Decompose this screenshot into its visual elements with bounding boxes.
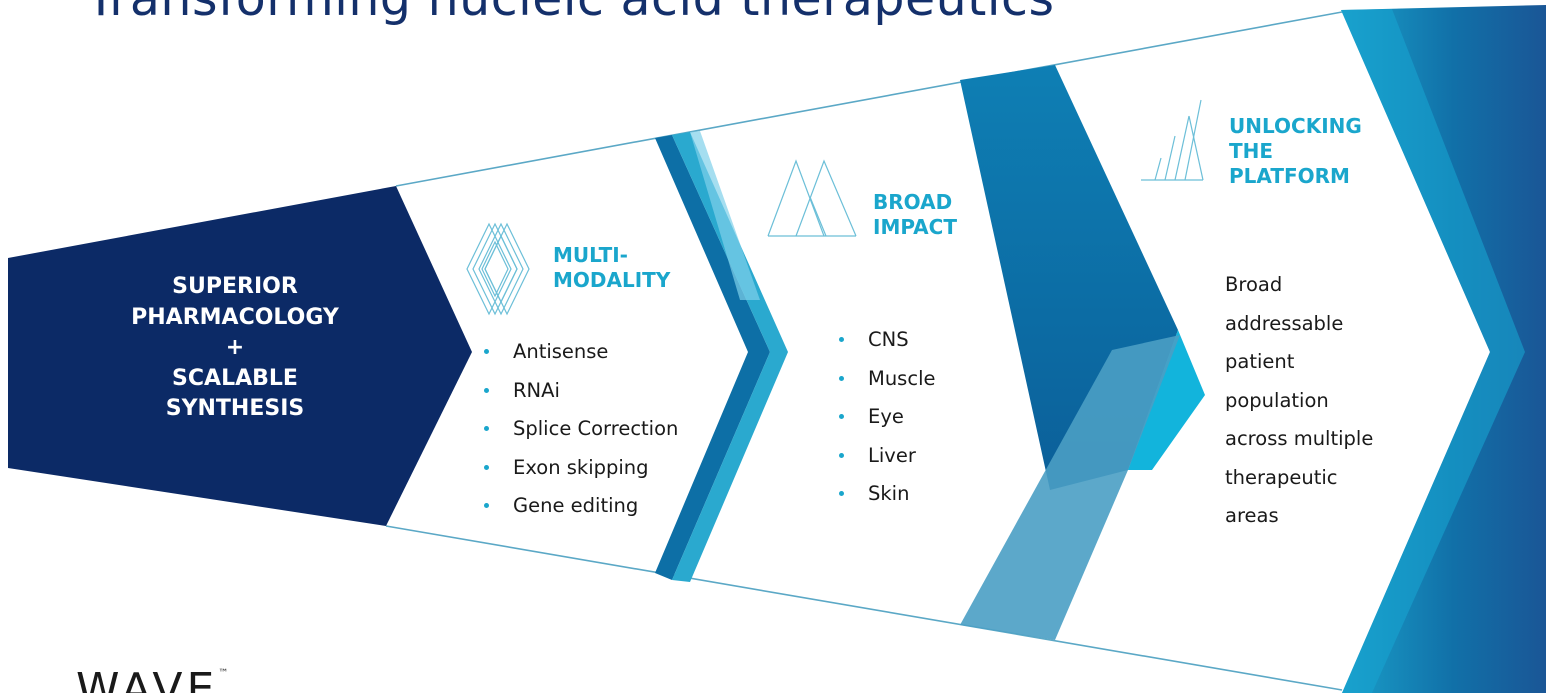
list-item: Gene editing — [484, 494, 678, 533]
list-item: CNS — [839, 328, 935, 367]
logo-text: WAVE — [76, 664, 219, 693]
wave-logo: WAVE™ — [76, 664, 228, 693]
funnel-bottom-line — [385, 525, 1343, 691]
superior-line: PHARMACOLOGY — [131, 304, 339, 330]
superior-line: + — [225, 335, 245, 360]
band-two-light — [960, 335, 1180, 640]
superior-line: SCALABLE — [172, 365, 298, 391]
right-blue-highlight — [1341, 9, 1525, 693]
description-line: areas — [1225, 504, 1279, 527]
heading-line: MODALITY — [553, 268, 671, 292]
band-two-cyan — [1128, 330, 1205, 470]
unlocking-heading: UNLOCKING THE PLATFORM — [1229, 114, 1362, 189]
heading-line: UNLOCKING — [1229, 114, 1362, 138]
heading-line: BROAD — [873, 190, 953, 214]
right-blue-block — [1341, 5, 1546, 693]
list-item: Antisense — [484, 340, 678, 379]
list-item: Muscle — [839, 367, 935, 406]
list-item: Splice Correction — [484, 417, 678, 456]
list-item: Exon skipping — [484, 456, 678, 495]
heading-line: IMPACT — [873, 215, 957, 239]
list-item: Skin — [839, 482, 935, 521]
description-line: Broad — [1225, 273, 1283, 296]
multimodality-list: Antisense RNAi Splice Correction Exon sk… — [484, 340, 678, 533]
description-line: population — [1225, 388, 1329, 412]
broad-impact-list: CNS Muscle Eye Liver Skin — [839, 328, 935, 521]
band-one-dark — [655, 135, 770, 580]
band-one-mid — [690, 131, 760, 300]
broad-impact-heading: BROAD IMPACT — [873, 190, 957, 240]
superior-navy-block — [8, 186, 472, 526]
funnel-top-line — [395, 11, 1343, 187]
list-item: Eye — [839, 405, 935, 444]
rising-bars-icon — [1141, 99, 1204, 181]
superior-line: SYNTHESIS — [165, 396, 305, 421]
list-item: RNAi — [484, 379, 678, 418]
multimodality-heading: MULTI- MODALITY — [553, 243, 670, 293]
superior-line: SUPERIOR — [172, 274, 298, 299]
description-line: across multiple — [1225, 427, 1374, 450]
heading-line: MULTI- — [553, 243, 628, 267]
mountain-lines-icon — [767, 159, 857, 237]
slide-title: Transforming nucleic acid therapeutics — [86, 0, 1054, 27]
heading-line: THE — [1229, 139, 1274, 163]
heading-line: PLATFORM — [1229, 164, 1350, 188]
description-line: patient — [1225, 350, 1295, 373]
unlocking-description: Broad addressable patient population acr… — [1225, 266, 1425, 536]
logo-trademark: ™ — [218, 668, 229, 679]
description-line: therapeutic — [1225, 465, 1338, 489]
superior-pillar-text: SUPERIOR PHARMACOLOGY + SCALABLE SYNTHES… — [80, 272, 390, 425]
list-item: Liver — [839, 444, 935, 483]
description-line: addressable — [1225, 311, 1344, 335]
diamond-lines-icon — [466, 222, 530, 316]
